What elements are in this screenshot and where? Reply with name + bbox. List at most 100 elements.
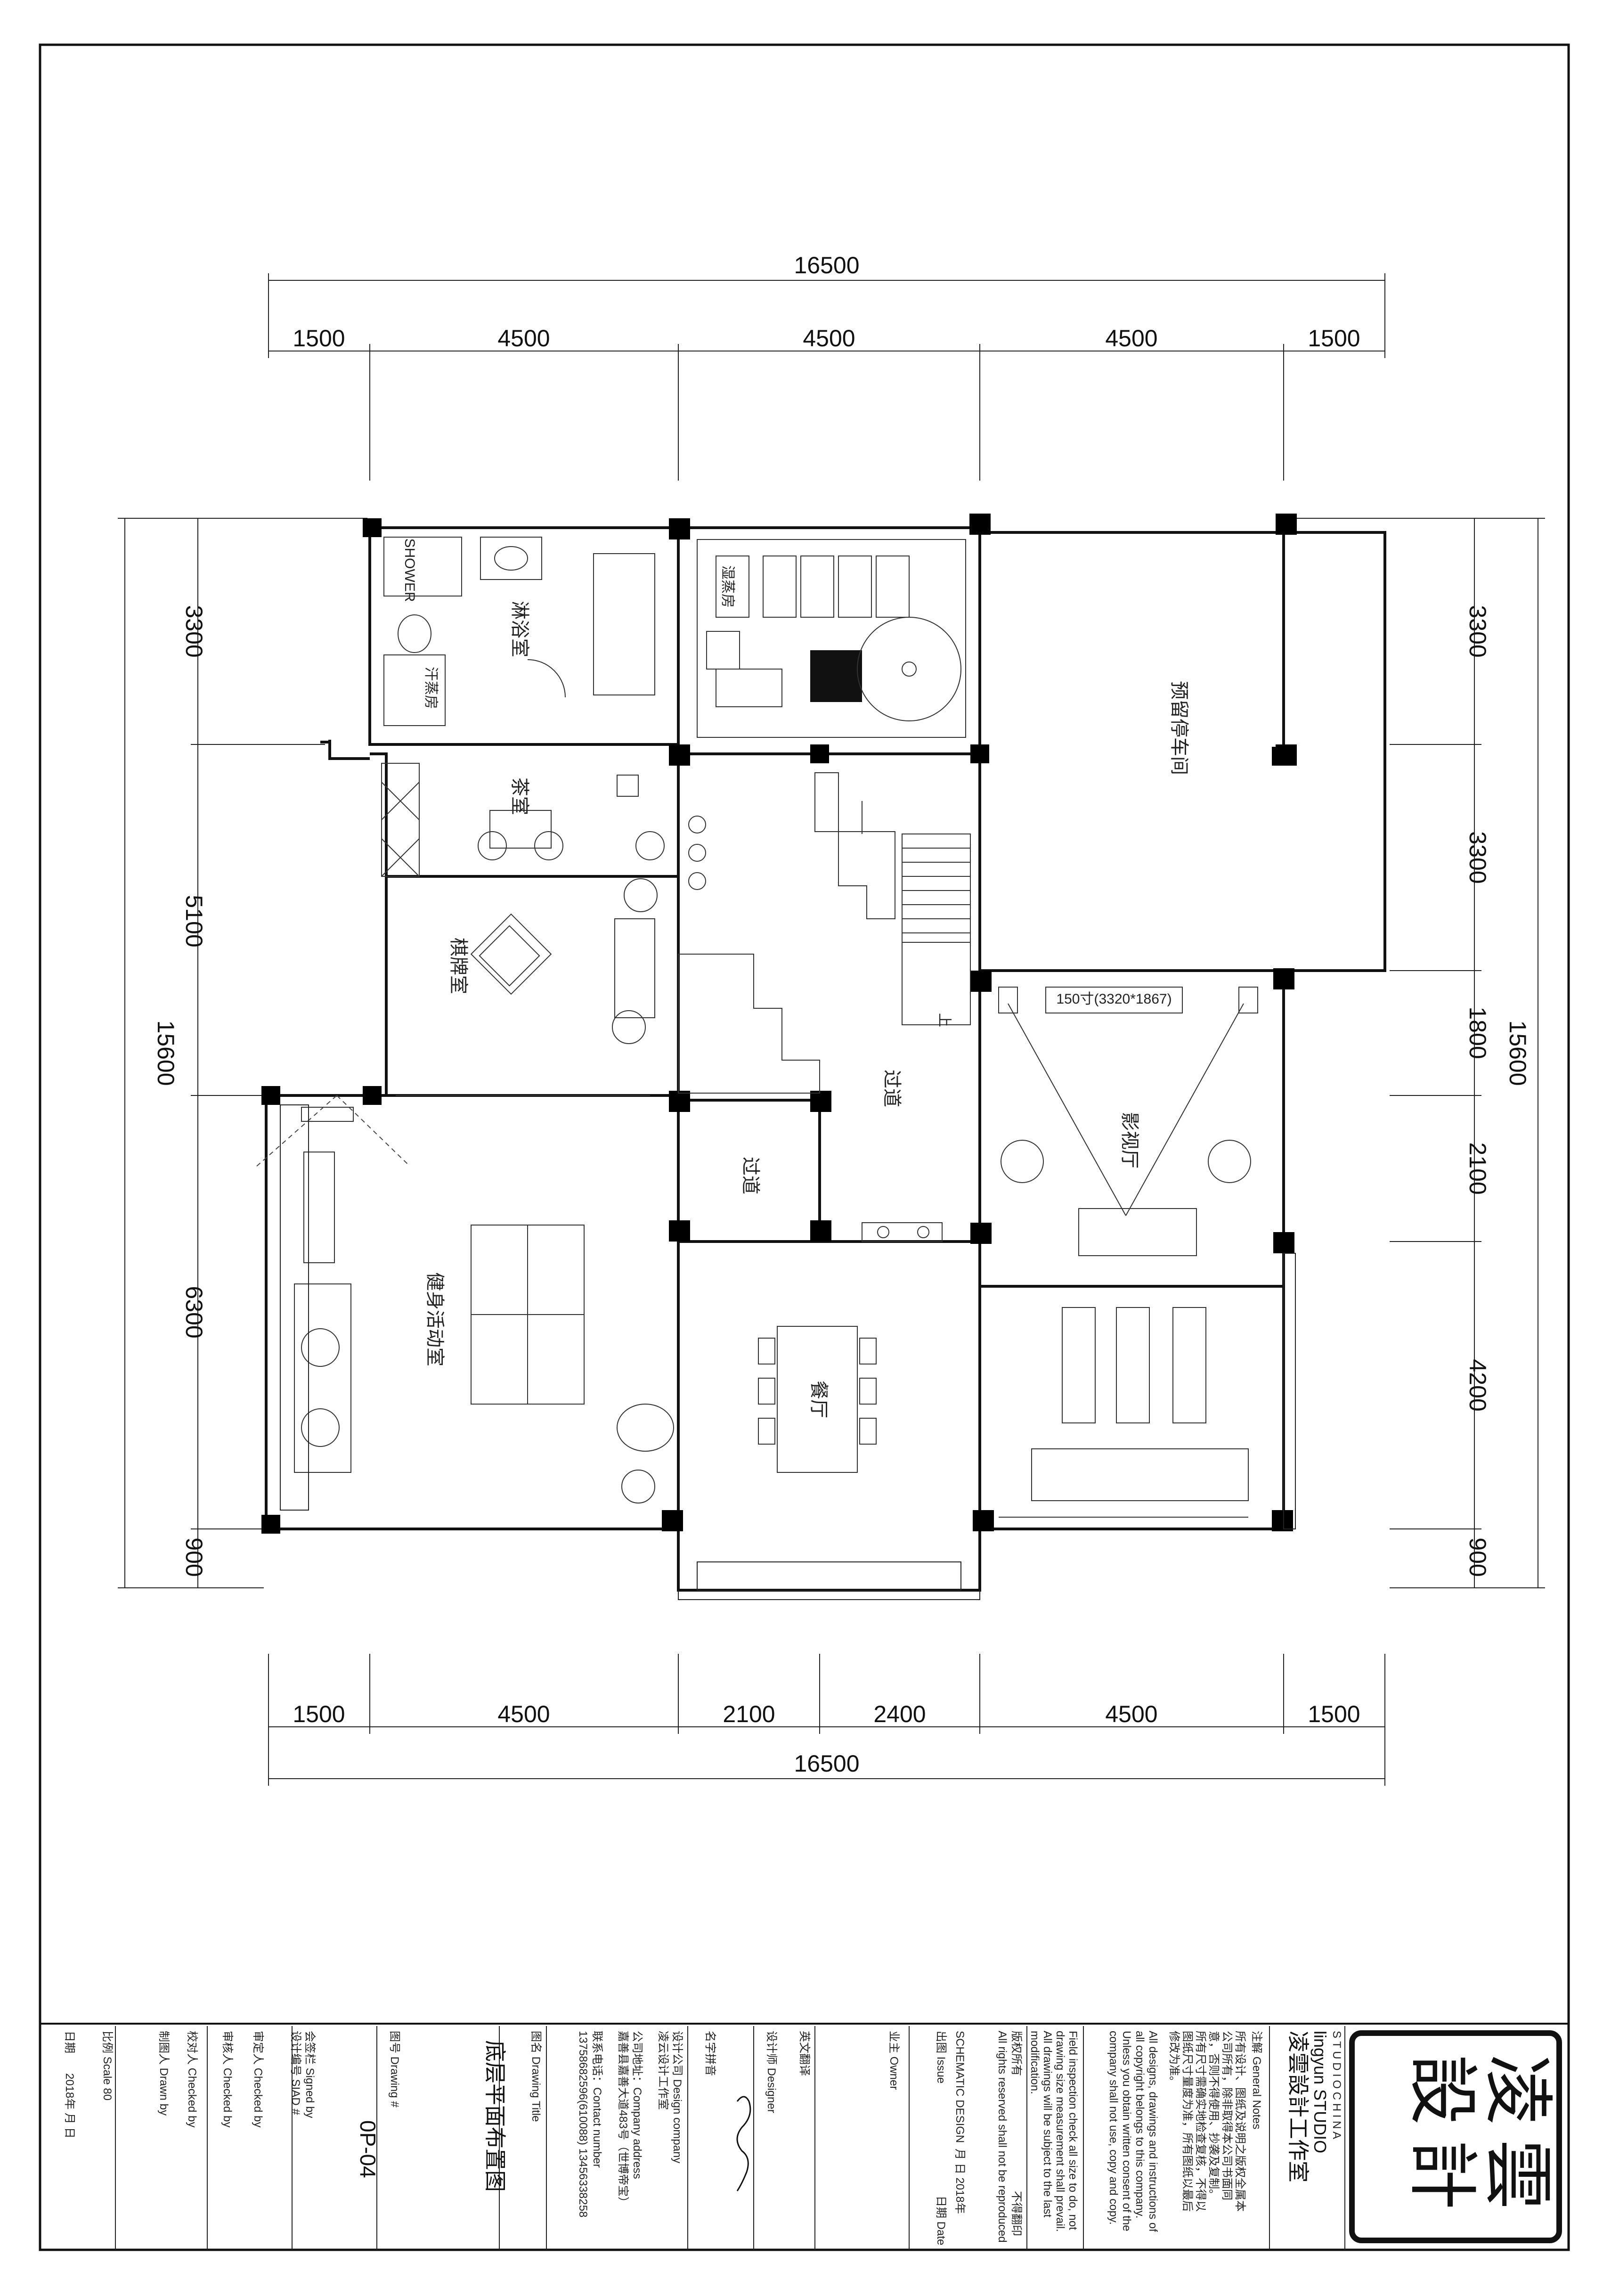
dim-left-seg-3: 6300 (181, 1286, 207, 1338)
drawing-no-label: 图号 Drawing # (388, 2031, 401, 2108)
room-label-dining: 餐厅 (808, 1381, 829, 1418)
dims-bottom: 1500 4500 2100 2400 4500 1500 16500 (268, 1654, 1385, 1786)
dim-right-seg-1: 3300 (1465, 605, 1491, 657)
dim-left-seg-2: 5100 (181, 895, 207, 947)
logo-char-1: 凌 (1478, 2054, 1557, 2125)
columns (261, 514, 1297, 1534)
drawing-title: 底层平面布置图 (483, 2040, 507, 2192)
copyright-cn: 版权所有 (1010, 2031, 1023, 2076)
dim-bottom-seg-1: 1500 (293, 1701, 345, 1727)
logo-char-3: 設 (1403, 2054, 1482, 2125)
dim-right-seg-5: 4200 (1465, 1359, 1491, 1411)
drawing-title-label: 图名 Drawing Title (529, 2031, 542, 2122)
notes-cn-1: 所有设计、图纸及说明之版权全属本 (1234, 2031, 1246, 2212)
sheet-border (39, 43, 1570, 2251)
screen-label: 150寸(3320*1867) (1056, 991, 1172, 1007)
studio-name-cn: 凌雲設計工作室 (1286, 2031, 1310, 2182)
room-label-sauna: 汗蒸房 (423, 667, 439, 709)
room-label-lobby: 过道 (740, 1157, 761, 1194)
studio-name-en: lingyun STUDIO (1310, 2031, 1330, 2153)
address-value: 嘉善县嘉善大道483号（世博帝宝） (617, 2031, 629, 2208)
date-label: 日期 Date (935, 2196, 947, 2245)
dim-bottom-total: 16500 (794, 1750, 859, 1777)
schematic-label: SCHEMATIC DESIGN (953, 2031, 966, 2143)
dim-bottom-seg-2: 4500 (497, 1701, 550, 1727)
notes-cn-4: 所有尺寸需确实地检查复核，不得以 (1194, 2031, 1207, 2212)
notes-en-1: All designs, drawings and instructions o… (1147, 2031, 1159, 2232)
dim-top-seg-3: 4500 (803, 325, 855, 351)
notes-cn-2: 公司所有，除非取得本公司书面同 (1220, 2031, 1233, 2200)
stair-up-mark: 上 (936, 1013, 952, 1027)
siad-label: 设计编号 SIAD # (289, 2031, 302, 2115)
notes-cn-3: 意，否则不得使用、抄袭及复制。 (1207, 2031, 1220, 2200)
copyright-en: All rights reserved shall not be reprodu… (996, 2031, 1009, 2243)
room-label-chess: 棋牌室 (448, 938, 469, 994)
dim-bottom-seg-6: 1500 (1308, 1701, 1360, 1727)
furniture (256, 537, 1296, 1529)
dim-right-seg-2: 3300 (1465, 831, 1491, 883)
checked-label: 校对人 Checked by (186, 2031, 198, 2127)
room-label-steam: 湿蒸房 (720, 565, 735, 608)
studio-sub-en: S T U D I O C H I N A (1330, 2031, 1343, 2139)
company-name: 凌云设计工作室 (657, 2031, 669, 2110)
studio-logo-seal (1349, 2030, 1562, 2243)
dims-left: 3300 5100 6300 900 15600 (118, 518, 367, 1588)
reviewed-label: 审核人 Checked by (221, 2031, 234, 2127)
notes-en-2: all copyright belongs to this company. (1133, 2031, 1146, 2218)
notes-en-4: company shall not use, copy and copy. (1107, 2031, 1120, 2225)
studio-logo-chars: 凌 雲 設 計 (1403, 2054, 1557, 2210)
owner-label: 业主 Owner (887, 2031, 900, 2090)
dim-right-seg-4: 2100 (1465, 1142, 1491, 1194)
drawn-label: 制图人 Drawn by (157, 2031, 170, 2116)
dim-right-seg-3: 1800 (1465, 1006, 1491, 1059)
dims-right: 3300 3300 1800 2100 4200 900 15600 (1281, 518, 1545, 1588)
scale-label: 比例 Scale 80 (101, 2031, 114, 2100)
room-label-shower: SHOWER (402, 539, 417, 602)
field-note-3: All drawings will be subject to the last (1041, 2031, 1054, 2218)
field-note-4: modification. (1028, 2031, 1041, 2094)
room-label-corridor: 过道 (881, 1070, 902, 1107)
dim-top-seg-1: 1500 (293, 325, 345, 351)
dim-top-seg-2: 4500 (497, 325, 550, 351)
notes-en-3: Unless you obtain written consent of the (1120, 2031, 1133, 2231)
signed-label: 会签栏 Signed by (303, 2031, 316, 2118)
room-label-garage: 预留停车间 (1169, 681, 1189, 775)
dims-top: 16500 1500 4500 4500 4500 1500 (268, 252, 1385, 481)
drawing-no: 0P-04 (356, 2120, 380, 2178)
field-note-1: Field inspection check all size to do, n… (1066, 2031, 1079, 2230)
dim-bottom-seg-4: 2400 (873, 1701, 926, 1727)
approved-label: 审定人 Checked by (252, 2031, 264, 2127)
address-label: 公司地址：Company address (631, 2031, 643, 2179)
dim-top-seg-5: 1500 (1308, 325, 1360, 351)
designer-label: 设计师 Designer (765, 2031, 778, 2113)
contact-label: 联系电话：Contact number (591, 2031, 603, 2168)
designer-sign-label: 名字拼音 (704, 2031, 716, 2076)
room-label-bathroom: 淋浴室 (509, 601, 530, 657)
dim-right-total: 15600 (1505, 1020, 1531, 1086)
logo-char-4: 計 (1403, 2139, 1482, 2210)
notes-heading: 注解 General Notes (1250, 2031, 1263, 2129)
room-label-gym: 健身活动室 (424, 1272, 445, 1366)
dim-right-seg-6: 900 (1465, 1537, 1491, 1577)
field-note-2: drawing size measurement shall prevail. (1054, 2031, 1066, 2232)
owner-translation-label: 英文翻译 (798, 2031, 811, 2076)
title-block: 凌 雲 設 計 凌雲設計工作室 lingyun STUDIO S T U D I… (63, 2026, 1562, 2250)
dim-bottom-seg-3: 2100 (723, 1701, 775, 1727)
contact-value: 13758682596(610088) 13456338258 (577, 2031, 589, 2217)
logo-char-2: 雲 (1478, 2139, 1557, 2210)
room-labels: 淋浴室 SHOWER 汗蒸房 湿蒸房 茶室 棋牌室 健身活动室 过道 过道 餐厅… (402, 539, 1189, 1419)
notes-cn-5: 图纸尺寸量度为准，所有图纸以最后 (1181, 2031, 1194, 2212)
dim-top-total: 16500 (794, 252, 859, 278)
dim-bottom-seg-5: 4500 (1105, 1701, 1157, 1727)
room-label-cinema: 影视厅 (1119, 1112, 1140, 1168)
date-field-label: 日期 (63, 2031, 76, 2053)
company-label: 设计公司 Design company (671, 2031, 683, 2163)
designer-signature (736, 2096, 751, 2191)
issue-date: 月 日 2018年 (953, 2149, 966, 2214)
room-label-tea: 茶室 (509, 777, 530, 815)
dim-left-seg-1: 3300 (181, 605, 207, 657)
dim-left-total: 15600 (153, 1020, 179, 1086)
dim-left-seg-4: 900 (181, 1537, 207, 1577)
dim-top-seg-4: 4500 (1105, 325, 1157, 351)
